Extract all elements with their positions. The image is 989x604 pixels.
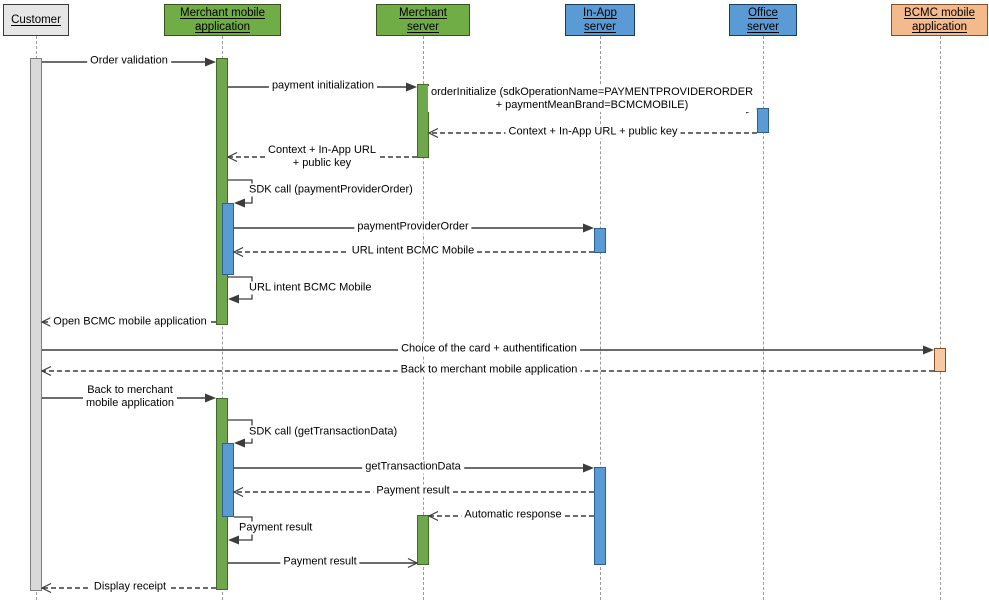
participant-in-app-server: In-App server <box>565 4 635 36</box>
message-label: paymentProviderOrder <box>354 220 472 234</box>
participant-customer: Customer <box>3 4 69 36</box>
participant-office-server: Office server <box>729 4 797 36</box>
message-label-line: Choice of the card + authentification <box>401 342 577 355</box>
open-arrowhead <box>232 486 244 498</box>
filled-arrowhead <box>228 535 239 545</box>
message-label: Payment result <box>280 555 360 569</box>
participant-label: server <box>407 21 439 33</box>
bcmc-app-activation <box>934 348 946 372</box>
message-label-line: Payment result <box>239 521 313 534</box>
message-label: Choice of the card + authentification <box>398 342 580 356</box>
filled-arrowhead <box>228 294 239 304</box>
filled-arrowhead <box>406 82 417 92</box>
message-label: URL intent BCMC Mobile <box>246 281 375 295</box>
participant-label: In-App <box>583 7 617 19</box>
message-label: SDK call (paymentProviderOrder) <box>246 183 416 197</box>
message-label-line: Payment result <box>283 555 357 568</box>
message-label-line: URL intent BCMC Mobile <box>351 244 475 257</box>
participant-label: Customer <box>11 14 61 26</box>
message-label-line: Display receipt <box>93 580 167 593</box>
merchant-app-activation-1 <box>216 58 228 325</box>
filled-arrowhead <box>205 57 216 67</box>
filled-arrowhead <box>583 223 594 233</box>
participant-label: application <box>912 21 967 33</box>
customer-activation <box>30 58 42 591</box>
participant-bcmc-mobile-application: BCMC mobile application <box>891 4 988 36</box>
filled-arrowhead <box>923 345 934 355</box>
message-label: getTransactionData <box>362 460 464 474</box>
open-arrowhead <box>40 582 52 594</box>
open-arrowhead <box>427 510 439 522</box>
participant-label: Merchant <box>399 7 447 19</box>
message-label-line: paymentProviderOrder <box>357 220 469 233</box>
message-label-line: URL intent BCMC Mobile <box>249 281 372 294</box>
message-label-line: SDK call (paymentProviderOrder) <box>249 183 413 196</box>
message-label-line: Payment result <box>376 484 450 497</box>
inapp-server-activation-1 <box>594 228 606 253</box>
message-label: Context + In-App URL + public key <box>505 125 681 139</box>
message-label-line: SDK call (getTransactionData) <box>249 425 398 438</box>
message-label-line: Open BCMC mobile application <box>53 315 207 328</box>
message-label-line: Back to merchant mobile application <box>400 363 578 376</box>
message-label-line: Order validation <box>90 54 168 67</box>
message-label-line: Context + In-App URL <box>268 144 376 156</box>
open-arrowhead <box>40 365 52 377</box>
lifeline-office-server <box>762 36 764 600</box>
participant-label: BCMC mobile <box>904 7 975 19</box>
message-label-line: + public key <box>292 157 352 169</box>
participant-merchant-mobile-application: Merchant mobile application <box>164 4 281 36</box>
participant-label: Merchant mobile <box>179 7 265 19</box>
lifeline-in-app-server <box>599 36 601 600</box>
message-label-line: Back to merchant <box>87 384 173 396</box>
open-arrowhead <box>407 557 419 569</box>
participant-label: application <box>195 21 250 33</box>
filled-arrowhead <box>234 198 245 208</box>
participant-label: server <box>584 21 616 33</box>
message-label: payment initialization <box>268 79 378 93</box>
filled-arrowhead <box>583 463 594 473</box>
message-label: orderInitialize (sdkOperationName=PAYMEN… <box>427 86 757 112</box>
message-label: Payment result <box>236 521 316 535</box>
message-label: Automatic response <box>461 508 565 522</box>
message-label-line: mobile application <box>85 397 175 409</box>
office-server-activation <box>757 108 769 133</box>
message-label-line: getTransactionData <box>365 460 461 473</box>
message-label-line: orderInitialize (sdkOperationName=PAYMEN… <box>430 86 754 98</box>
message-label: URL intent BCMC Mobile <box>348 244 478 258</box>
message-label-line: payment initialization <box>271 79 375 92</box>
merchant-app-sdk-activation-2 <box>222 443 234 517</box>
filled-arrowhead <box>234 438 245 448</box>
lifeline-merchant-server <box>422 36 424 600</box>
message-label: Context + In-App URL+ public key <box>265 144 379 170</box>
merchant-app-sdk-activation-1 <box>222 203 234 275</box>
open-arrowhead <box>232 246 244 258</box>
participant-label: server <box>747 21 779 33</box>
merchant-server-activation-1 <box>417 84 429 158</box>
message-label: Back to merchant mobile application <box>397 363 581 377</box>
message-label-line: Context + In-App URL + public key <box>508 125 678 138</box>
lifeline-bcmc-mobile-application <box>939 36 941 600</box>
message-label-line: + paymentMeanBrand=BCMCMOBILE) <box>495 99 689 111</box>
message-label: Payment result <box>373 484 453 498</box>
filled-arrowhead <box>205 393 216 403</box>
message-label: SDK call (getTransactionData) <box>246 425 401 439</box>
message-label: Display receipt <box>90 580 170 594</box>
open-arrowhead <box>226 151 238 163</box>
message-label: Order validation <box>87 54 171 68</box>
inapp-server-activation-2 <box>594 467 606 565</box>
participant-label: Office <box>748 7 778 19</box>
message-label: Open BCMC mobile application <box>50 315 210 329</box>
participant-merchant-server: Merchant server <box>376 4 470 36</box>
merchant-server-activation-2 <box>417 515 429 565</box>
message-label-line: Automatic response <box>464 508 562 521</box>
open-arrowhead <box>427 127 439 139</box>
